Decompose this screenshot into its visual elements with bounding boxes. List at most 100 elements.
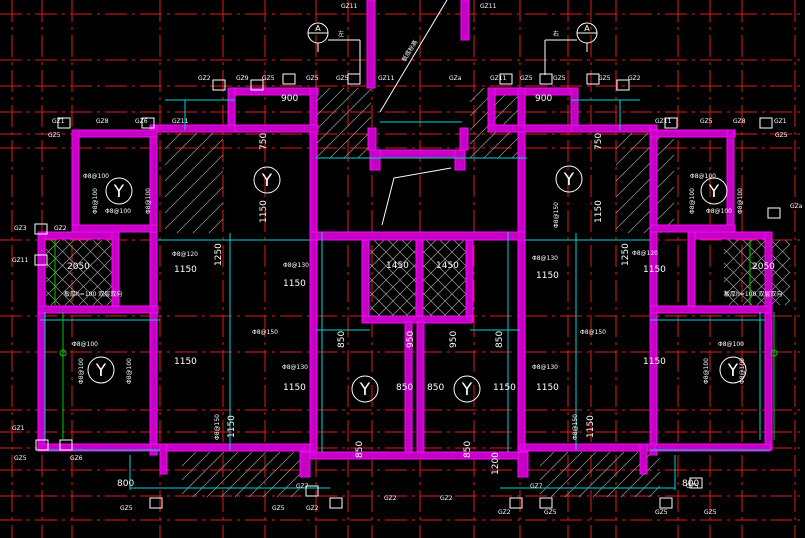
column-box xyxy=(149,497,163,509)
column-box xyxy=(499,73,513,85)
hatch-line xyxy=(164,132,198,166)
label-gz11-left: GZ11 xyxy=(341,3,358,10)
label-gz5-m: GZ5 xyxy=(272,505,285,512)
hatch-line xyxy=(369,291,399,321)
label-gza-b: GZa xyxy=(790,203,803,210)
wall-segment xyxy=(570,87,579,129)
dim-850-a: 850 xyxy=(337,331,347,348)
hatch-line xyxy=(343,130,372,159)
stair-note-left: 板厚h=100 双层双向 xyxy=(64,290,122,298)
dim-800-left: 800 xyxy=(117,479,134,489)
hatch-line xyxy=(550,451,597,498)
dimension-texts: 900 900 750 750 1150 1150 2050 2050 1450… xyxy=(67,94,775,489)
rebar-f: Φ8@100 xyxy=(689,188,696,214)
wall-segment xyxy=(227,87,236,129)
column-box xyxy=(34,223,48,235)
hatch-line xyxy=(421,239,451,269)
dim-900-right: 900 xyxy=(535,94,552,104)
label-gz8-b: GZ8 xyxy=(733,118,746,125)
hatch-line xyxy=(369,263,423,317)
hatch-line xyxy=(369,249,423,303)
dim-1150-i: 1150 xyxy=(283,383,306,393)
beam-outlines xyxy=(36,99,770,490)
column-box xyxy=(539,497,553,509)
slab-marker: Y xyxy=(87,356,115,384)
label-gz5-a: GZ5 xyxy=(262,75,275,82)
column-box xyxy=(659,497,673,509)
column-box xyxy=(34,254,48,266)
dim-1200: 1200 xyxy=(491,452,501,475)
wall-segment xyxy=(309,87,318,459)
label-gz5-n: GZ5 xyxy=(544,509,557,516)
label-gz11-right: GZ11 xyxy=(480,3,497,10)
hatch-line xyxy=(539,451,583,495)
hatch-line xyxy=(539,451,569,481)
section-mark-right-label: A xyxy=(584,24,590,33)
hatch-line xyxy=(756,271,791,306)
slab-marker-text: Y xyxy=(708,182,720,202)
column-box xyxy=(767,207,781,219)
wall-segment xyxy=(367,127,377,151)
hatch-line xyxy=(92,239,113,260)
hatch-line xyxy=(770,285,791,306)
dim-1450-left: 1450 xyxy=(386,261,409,271)
label-gz2-c: GZ2 xyxy=(54,225,67,232)
rebar-node xyxy=(59,349,67,357)
slab-marker-circle xyxy=(87,356,115,384)
wall-segment xyxy=(649,124,658,456)
slab-marker: Y xyxy=(555,165,583,193)
hatch-line xyxy=(421,249,469,297)
dim-1150-g: 1150 xyxy=(174,357,197,367)
dim-2050-right: 2050 xyxy=(752,262,775,272)
hatch-line xyxy=(64,239,113,288)
label-gz5-e: GZ5 xyxy=(553,75,566,82)
hatch-line xyxy=(248,451,295,498)
hatch-line xyxy=(50,239,113,302)
rebar-m: Φ8@150 xyxy=(553,202,560,228)
label-gz5-h: GZ5 xyxy=(48,132,61,139)
rebar-y: Φ8@150 xyxy=(572,414,579,440)
hatch-line xyxy=(369,239,413,283)
hatch-line xyxy=(164,154,224,214)
rebar-p: Φ8@100 xyxy=(72,341,98,348)
hatch-line xyxy=(756,239,791,274)
slab-marker: Y xyxy=(719,356,747,384)
label-gz2-d: GZ2 xyxy=(306,505,319,512)
column-labels: GZ11 GZ11 GZ2 GZ9 GZ5 GZ5 GZ5 GZ11 GZa G… xyxy=(12,3,803,516)
label-gz1-a: GZ1 xyxy=(52,118,65,125)
label-gz5-p: GZ5 xyxy=(704,509,717,516)
wall-segment xyxy=(487,124,579,133)
wall-segment xyxy=(465,239,474,323)
wall-segment xyxy=(299,451,311,478)
slab-marker-text: Y xyxy=(113,182,125,202)
hatch-line xyxy=(369,239,385,255)
dim-850-b: 850 xyxy=(495,331,505,348)
hatch-line xyxy=(615,154,675,214)
slab-marker: Y xyxy=(351,375,379,403)
label-gz11-f: GZ11 xyxy=(655,118,672,125)
wall-segment xyxy=(149,124,236,133)
rebar-h: Φ8@100 xyxy=(706,208,732,215)
hatch-line xyxy=(425,239,469,283)
hatch-line xyxy=(592,451,639,498)
rebar-notes: Φ8@100 Φ8@100 Φ8@100 Φ8@100 Φ8@100 Φ8@10… xyxy=(64,173,782,440)
slab-marker-text: Y xyxy=(563,170,575,190)
hatch-line xyxy=(615,132,633,150)
hatch-line xyxy=(234,451,281,498)
hatch-line xyxy=(315,87,331,103)
perimeter-columns xyxy=(34,73,781,509)
hatch-line xyxy=(723,239,767,283)
label-gz6-b: GZ6 xyxy=(70,455,83,462)
section-mark-right-side: 右 xyxy=(553,30,559,38)
column-box xyxy=(35,439,49,451)
rebar-q: Φ8@100 xyxy=(718,341,744,348)
hatch-line xyxy=(634,471,661,498)
rebar-k: Φ8@130 xyxy=(532,255,558,262)
hatch-line xyxy=(425,277,469,321)
hatch-line xyxy=(439,291,469,321)
column-box xyxy=(586,73,600,85)
hatch-line xyxy=(208,218,224,234)
label-gza-a: GZa xyxy=(449,75,462,82)
dim-900-left: 900 xyxy=(281,94,298,104)
hatch-line xyxy=(421,263,469,311)
